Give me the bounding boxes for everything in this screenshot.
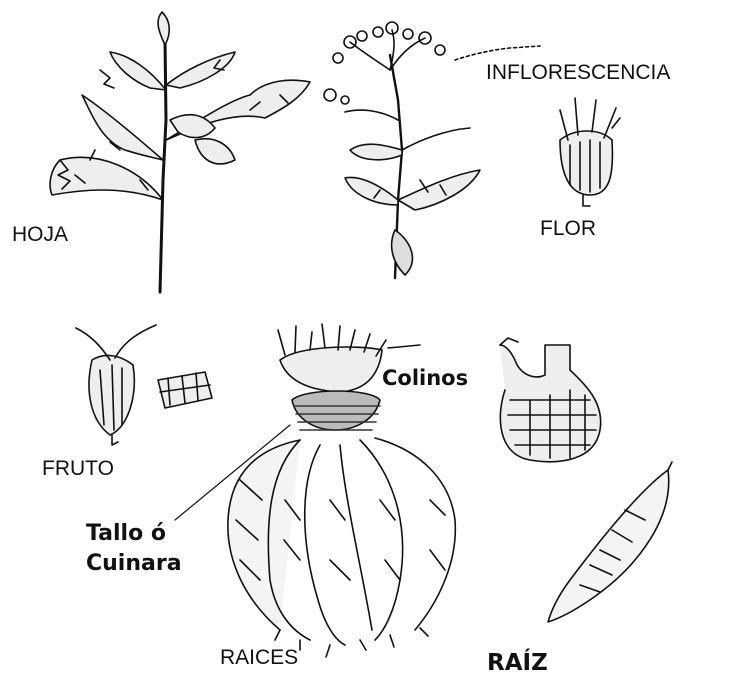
fruit-label: FRUTO bbox=[42, 458, 114, 479]
single-root-drawing bbox=[548, 462, 672, 622]
stem-label-line2: Cuinara bbox=[86, 549, 182, 579]
stem-label: Tallo ó Cuinara bbox=[86, 519, 182, 579]
offshoot-label: Colinos bbox=[382, 368, 468, 389]
leaf-label: HOJA bbox=[12, 224, 68, 245]
flower-label: FLOR bbox=[540, 218, 596, 239]
flower-drawing bbox=[560, 98, 620, 206]
offshoot-drawing bbox=[500, 338, 601, 462]
leaf-drawing bbox=[50, 12, 310, 292]
fruit-drawing bbox=[76, 325, 212, 445]
stem-label-line1: Tallo ó bbox=[86, 519, 182, 549]
roots-label: RAICES bbox=[220, 647, 298, 668]
single-root-label: RAÍZ bbox=[487, 652, 548, 675]
inflorescence-label: INFLORESCENCIA bbox=[486, 62, 670, 83]
